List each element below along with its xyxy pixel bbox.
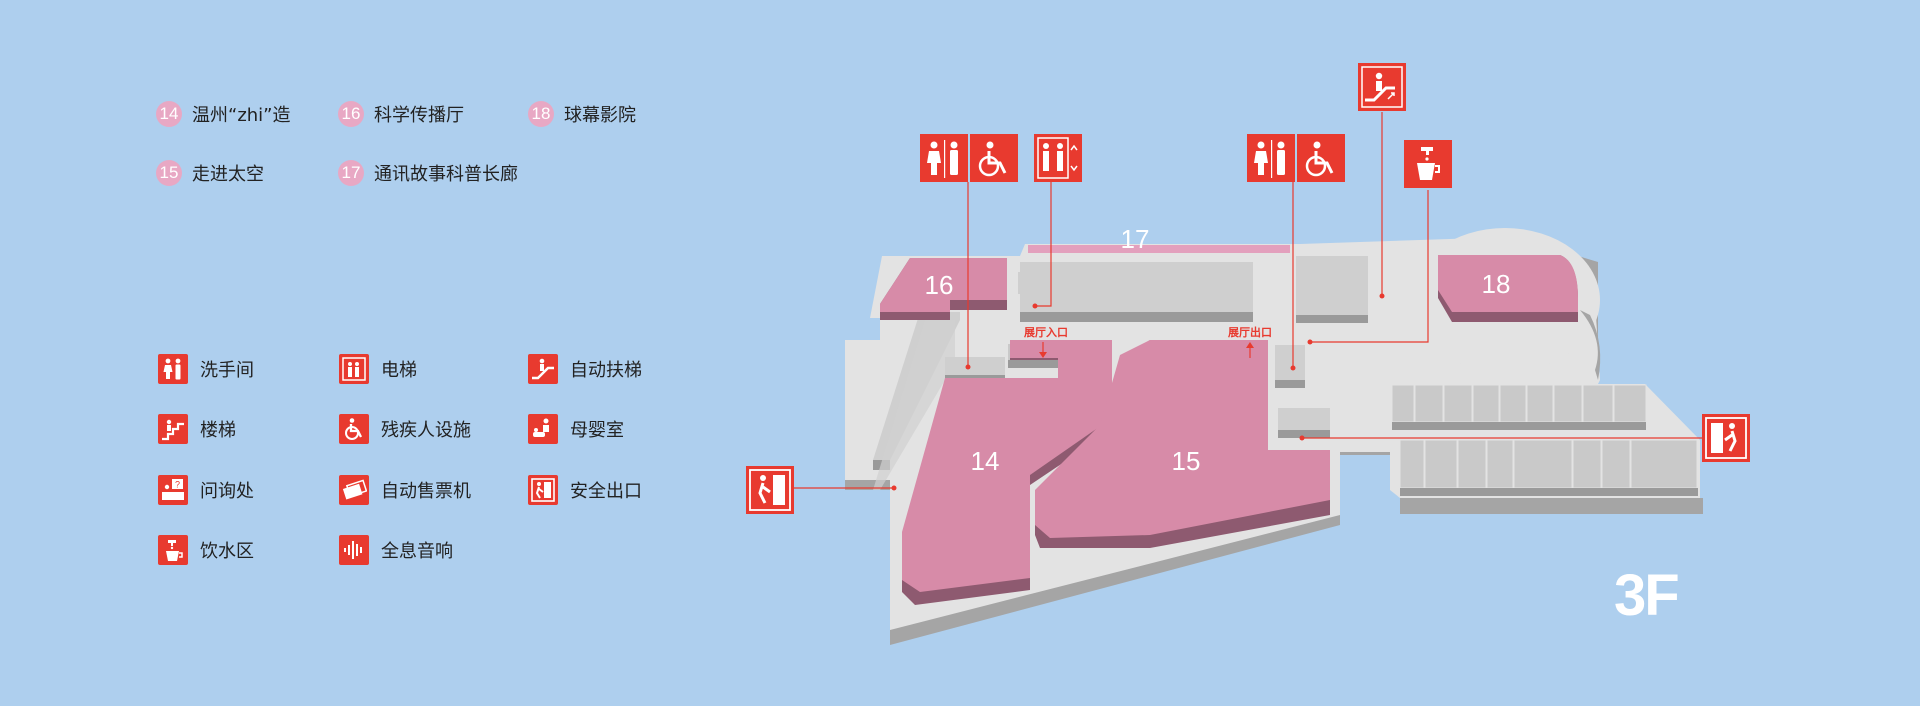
leader-dots bbox=[891, 293, 1385, 491]
escalator-icon bbox=[528, 354, 558, 384]
legend-ticket-machine: 自动售票机 bbox=[339, 475, 471, 505]
legend-emergency-exit: 安全出口 bbox=[528, 475, 642, 505]
legend-baby-room: 母婴室 bbox=[528, 414, 624, 444]
legend-zone-16: 16 科学传播厅 bbox=[338, 101, 464, 127]
emergency-exit-icon bbox=[528, 475, 558, 505]
wall-blocks bbox=[873, 256, 1368, 490]
zone-14-area: 14 bbox=[902, 340, 1112, 605]
elevator-icon bbox=[339, 354, 369, 384]
zone-badge-14: 14 bbox=[156, 101, 182, 127]
map-drinking-water-icon[interactable] bbox=[1404, 140, 1452, 188]
legend-label-restroom: 洗手间 bbox=[200, 360, 254, 381]
svg-text:?: ? bbox=[175, 480, 180, 490]
legend-drinking-water: 饮水区 bbox=[158, 535, 254, 565]
legend-zone-17: 17 通讯故事科普长廊 bbox=[338, 160, 518, 186]
seating-block bbox=[1390, 384, 1703, 514]
drinking-water-icon bbox=[158, 535, 188, 565]
map-label-16: 16 bbox=[925, 270, 954, 300]
map-emergency-exit-icon-right[interactable] bbox=[1702, 414, 1750, 462]
legend-label-info-desk: 问询处 bbox=[200, 481, 254, 502]
zone-name-16: 科学传播厅 bbox=[374, 105, 464, 126]
map-emergency-exit-icon-left[interactable] bbox=[746, 466, 794, 514]
restroom-icon bbox=[158, 354, 188, 384]
zone-15-area: 15 bbox=[1035, 340, 1330, 548]
legend-restroom: 洗手间 bbox=[158, 354, 254, 384]
ticket-machine-icon bbox=[339, 475, 369, 505]
legend-label-audio: 全息音响 bbox=[381, 541, 453, 562]
zone-badge-17: 17 bbox=[338, 160, 364, 186]
leader-lines bbox=[794, 112, 1702, 489]
map-elevator-icon[interactable] bbox=[1034, 134, 1082, 182]
legend-zone-15: 15 走进太空 bbox=[156, 160, 264, 186]
legend-info-desk: ? 问询处 bbox=[158, 475, 254, 505]
map-label-15: 15 bbox=[1172, 446, 1201, 476]
legend-accessible: 残疾人设施 bbox=[339, 414, 471, 444]
legend-label-baby-room: 母婴室 bbox=[570, 420, 624, 441]
map-accessible-icon-right[interactable] bbox=[1297, 134, 1345, 182]
audio-icon bbox=[339, 535, 369, 565]
legend-zone-14: 14 温州“zhi”造 bbox=[156, 101, 291, 127]
zone-name-17: 通讯故事科普长廊 bbox=[374, 164, 518, 185]
stairs-icon bbox=[158, 414, 188, 444]
accessible-icon bbox=[339, 414, 369, 444]
legend-label-drinking-water: 饮水区 bbox=[200, 541, 254, 562]
map-escalator-icon[interactable] bbox=[1358, 63, 1406, 111]
legend-escalator: 自动扶梯 bbox=[528, 354, 642, 384]
zone-badge-15: 15 bbox=[156, 160, 182, 186]
zone-name-14: 温州“zhi”造 bbox=[192, 105, 291, 126]
legend-label-emergency-exit: 安全出口 bbox=[570, 481, 642, 502]
legend-label-ticket-machine: 自动售票机 bbox=[381, 481, 471, 502]
map-label-17: 17 bbox=[1121, 224, 1150, 254]
map-restroom-icon-left[interactable] bbox=[920, 134, 968, 182]
zone-name-15: 走进太空 bbox=[192, 164, 264, 185]
zone-badge-16: 16 bbox=[338, 101, 364, 127]
legend-label-stairs: 楼梯 bbox=[200, 420, 236, 441]
map-restroom-icon-right[interactable] bbox=[1247, 134, 1295, 182]
legend-zone-18: 18 球幕影院 bbox=[528, 101, 636, 127]
zone-17-area: 17 bbox=[1028, 224, 1290, 254]
exit-label: 展厅出口 bbox=[1227, 325, 1272, 339]
legend-stairs: 楼梯 bbox=[158, 414, 236, 444]
legend-label-accessible: 残疾人设施 bbox=[381, 420, 471, 441]
map-label-14: 14 bbox=[971, 446, 1000, 476]
legend-label-elevator: 电梯 bbox=[381, 360, 417, 381]
zone-18-area: 18 bbox=[1438, 255, 1578, 322]
legend-label-escalator: 自动扶梯 bbox=[570, 360, 642, 381]
info-desk-icon: ? bbox=[158, 475, 188, 505]
map-label-18: 18 bbox=[1482, 269, 1511, 299]
hall-entrance: 展厅入口 bbox=[1023, 326, 1068, 358]
baby-room-icon bbox=[528, 414, 558, 444]
map-accessible-icon-left[interactable] bbox=[970, 134, 1018, 182]
zone-name-18: 球幕影院 bbox=[564, 105, 636, 126]
legend-audio: 全息音响 bbox=[339, 535, 453, 565]
zone-16-area: 16 bbox=[880, 258, 1007, 320]
floor-label: 3F bbox=[1614, 563, 1680, 628]
zone-badge-18: 18 bbox=[528, 101, 554, 127]
hall-exit: 展厅出口 bbox=[1227, 325, 1272, 358]
entrance-label: 展厅入口 bbox=[1023, 326, 1068, 339]
legend-elevator: 电梯 bbox=[339, 354, 417, 384]
